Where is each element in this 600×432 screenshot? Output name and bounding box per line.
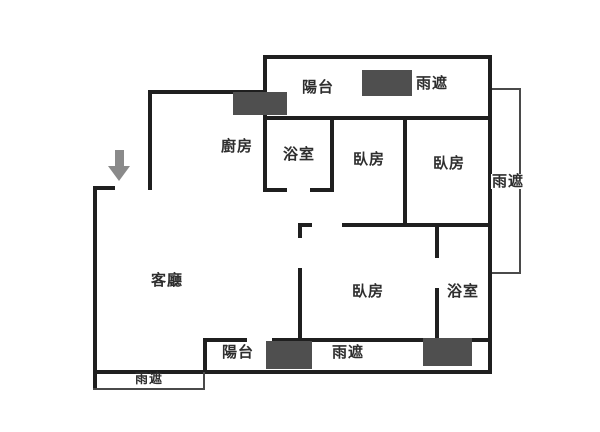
wall-segment (93, 186, 115, 190)
wall-segment (148, 90, 267, 94)
room-label-balcony-bottom: 陽台 (222, 343, 255, 361)
room-label-canopy-top: 雨遮 (416, 74, 449, 92)
room-label-kitchen: 廚房 (221, 137, 254, 155)
wall-segment (93, 186, 97, 390)
wall-segment (203, 338, 207, 374)
wall-segment (203, 338, 247, 342)
wall-segment (435, 223, 439, 258)
wall-segment (263, 116, 492, 120)
room-label-canopy-bottom: 雨遮 (332, 343, 365, 361)
wall-segment (263, 188, 287, 192)
room-label-living-room: 客廳 (151, 271, 184, 289)
wall-segment (298, 223, 302, 238)
room-label-canopy-right: 雨遮 (491, 172, 526, 190)
canopy-block (362, 70, 412, 96)
canopy-block (233, 92, 287, 115)
room-label-bathroom-upper: 浴室 (283, 145, 316, 163)
wall-segment (330, 116, 334, 192)
entrance-arrow-icon (108, 166, 130, 181)
room-label-canopy-bottom-left: 雨遮 (135, 372, 164, 387)
wall-segment (435, 288, 439, 341)
wall-segment (403, 116, 407, 227)
wall-segment (263, 55, 267, 192)
canopy-block (266, 341, 312, 369)
room-label-bedroom-upper-right: 臥房 (433, 154, 466, 172)
room-label-bathroom-lower: 浴室 (447, 282, 480, 300)
wall-segment (298, 268, 302, 341)
wall-segment (310, 188, 334, 192)
canopy-bracket-line (492, 88, 521, 90)
wall-segment (148, 90, 152, 190)
room-label-bedroom-upper-left: 臥房 (353, 150, 386, 168)
canopy-strip-line (203, 372, 205, 390)
wall-segment (342, 223, 492, 227)
canopy-block (423, 338, 472, 366)
entrance-arrow-icon (115, 150, 124, 167)
canopy-strip-line (93, 388, 205, 390)
wall-segment (298, 223, 312, 227)
wall-segment (488, 55, 492, 374)
wall-segment (263, 55, 492, 59)
wall-segment (93, 370, 492, 374)
canopy-bracket-line (492, 272, 521, 274)
room-label-balcony-top: 陽台 (302, 78, 335, 96)
wall-segment (272, 338, 492, 342)
room-label-bedroom-lower: 臥房 (352, 282, 385, 300)
